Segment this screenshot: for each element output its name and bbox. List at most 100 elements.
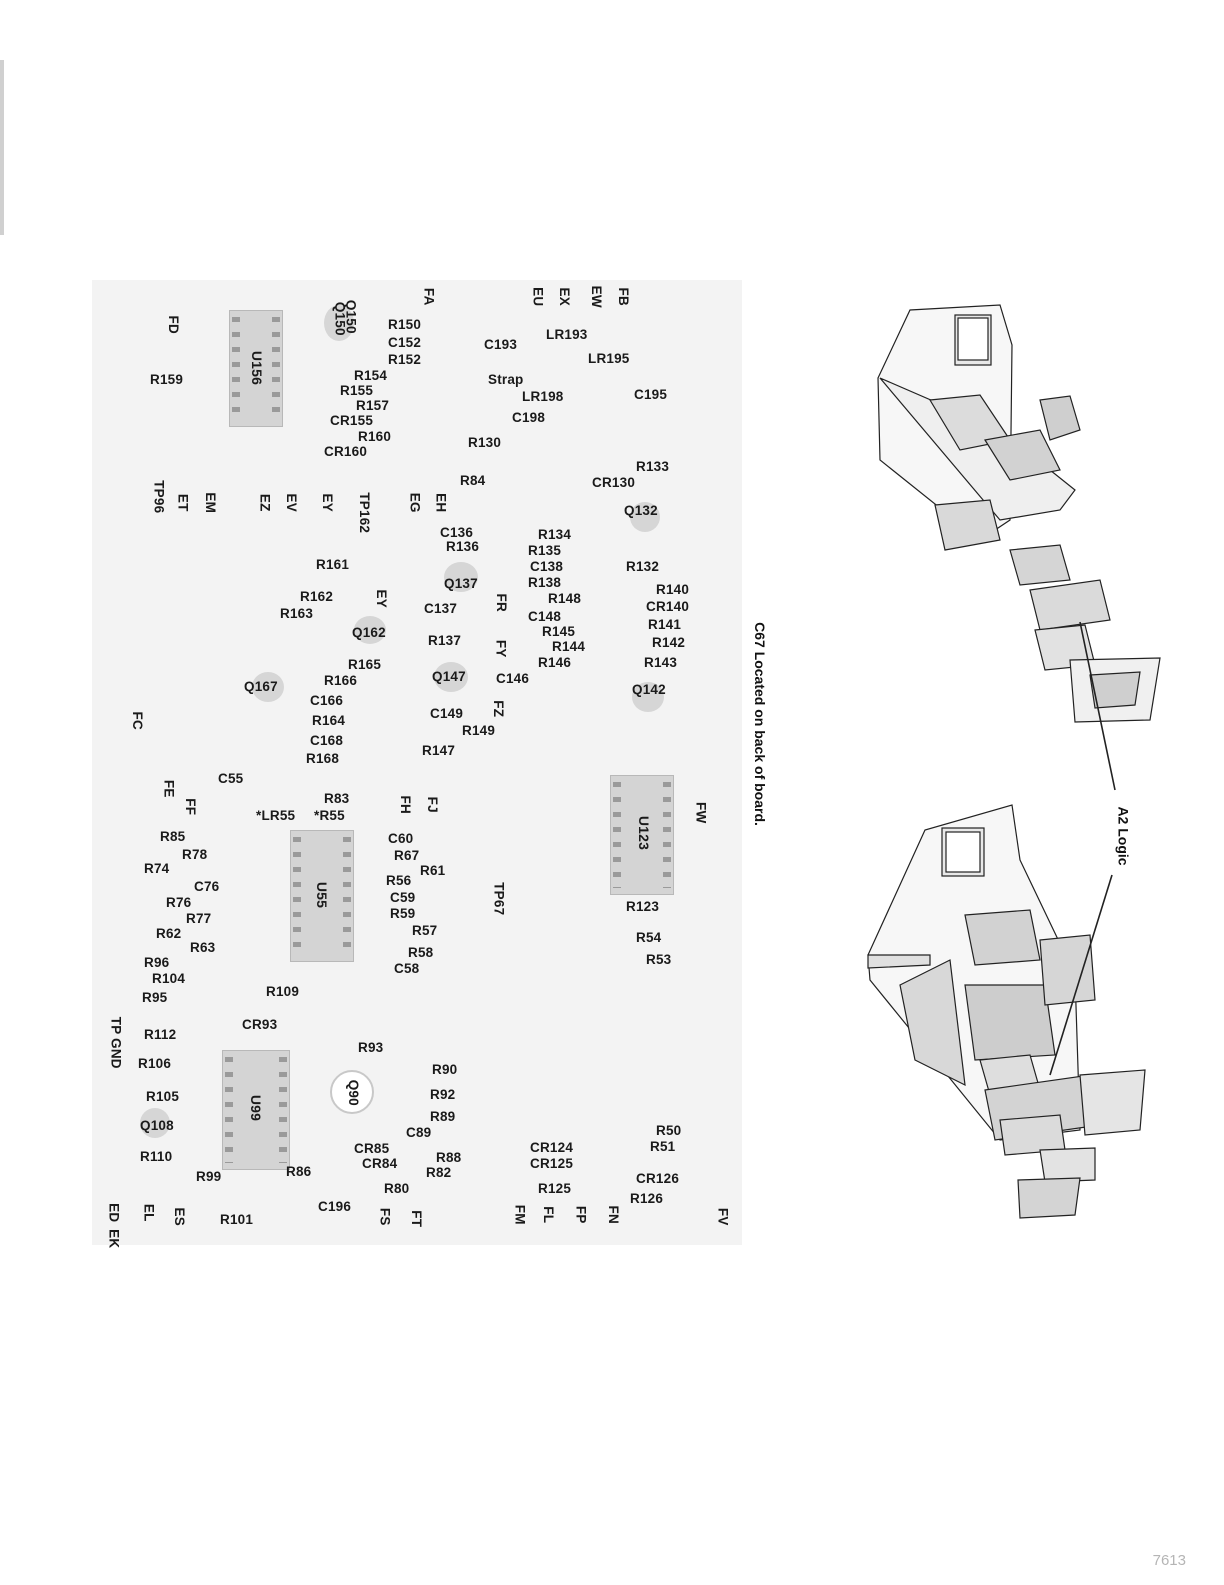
component-label: R50 [656, 1123, 682, 1138]
component-label: FD [165, 315, 181, 334]
component-label: R92 [430, 1087, 456, 1102]
component-label: R112 [144, 1027, 177, 1042]
component-label: R51 [650, 1139, 676, 1154]
component-label: R101 [220, 1212, 254, 1227]
component-label: R159 [150, 372, 184, 387]
component-label: R95 [142, 990, 168, 1005]
component-label: C137 [424, 601, 458, 616]
component-label: R155 [340, 383, 374, 398]
component-label: R67 [394, 848, 420, 863]
component-label: R83 [324, 791, 350, 806]
component-label: FR [493, 593, 509, 612]
component-label: R88 [436, 1150, 462, 1165]
component-label: R149 [462, 723, 496, 738]
component-label: CR130 [592, 475, 636, 490]
component-label: R168 [306, 751, 340, 766]
component-label: EW [588, 285, 604, 308]
component-label: R150 [388, 317, 422, 332]
component-label: EU [530, 287, 546, 307]
board-title: A2 Logic [1115, 806, 1132, 866]
component-label: Q167 [244, 679, 278, 694]
component-label: R74 [144, 861, 170, 876]
component-label: FY [493, 639, 509, 658]
component-label: Strap [488, 372, 524, 387]
component-label: R145 [542, 624, 576, 639]
transistor-q132-body [630, 502, 660, 532]
component-label: R96 [144, 955, 170, 970]
component-label: FE [161, 779, 177, 798]
component-label: Q150 [343, 299, 359, 334]
component-label: R80 [384, 1181, 410, 1196]
component-label: C55 [218, 771, 244, 786]
circuit-board: U156 U55 U99 U123 Q150 Q90 [92, 280, 742, 1245]
component-label: R99 [196, 1169, 222, 1184]
component-label: CR160 [324, 444, 368, 459]
component-label: R76 [166, 895, 192, 910]
component-label: R110 [140, 1149, 173, 1164]
component-label: R147 [422, 743, 456, 758]
component-label: FJ [424, 796, 440, 813]
component-label: R160 [358, 429, 392, 444]
component-label: R164 [312, 713, 346, 728]
component-label: R143 [644, 655, 678, 670]
component-label: R154 [354, 368, 388, 383]
component-label: C146 [496, 671, 530, 686]
component-label: R54 [636, 930, 662, 945]
component-label: LR193 [546, 327, 588, 342]
component-label: R62 [156, 926, 182, 941]
component-label: C193 [484, 337, 518, 352]
component-label: FW [693, 802, 709, 824]
component-label: EY [319, 493, 335, 512]
chip-u55: U55 [290, 830, 354, 962]
component-label: EZ [257, 493, 273, 512]
component-label: C195 [634, 387, 668, 402]
component-label: R53 [646, 952, 672, 967]
back-of-board-note: C67 Located on back of board. [751, 622, 768, 826]
component-label: R105 [146, 1089, 180, 1104]
component-label: EL [141, 1203, 157, 1222]
component-label: Q162 [352, 625, 386, 640]
component-label: FN [605, 1205, 621, 1224]
component-label: R140 [656, 582, 690, 597]
component-label: R89 [430, 1109, 456, 1124]
component-label: EY [373, 589, 389, 608]
component-label: C152 [388, 335, 422, 350]
component-label: C148 [528, 609, 562, 624]
component-label: R61 [420, 863, 446, 878]
component-label: R77 [186, 911, 212, 926]
component-label: R162 [300, 589, 334, 604]
component-label: R166 [324, 673, 358, 688]
transistor-q167-body [252, 672, 284, 702]
component-label: R84 [460, 473, 486, 488]
component-label: Q147 [432, 669, 466, 684]
component-label: TP162 [357, 492, 373, 534]
component-label: R137 [428, 633, 462, 648]
component-label: R157 [356, 398, 390, 413]
component-label: R146 [538, 655, 572, 670]
component-label: R138 [528, 575, 562, 590]
component-label: CR126 [636, 1171, 680, 1186]
component-label: FF [183, 798, 199, 816]
component-label: R144 [552, 639, 586, 654]
component-label: EK [106, 1229, 122, 1249]
page-edge-mark [0, 60, 4, 235]
component-label: R142 [652, 635, 686, 650]
component-label: R78 [182, 847, 208, 862]
component-label: FH [397, 795, 413, 814]
component-label: CR93 [242, 1017, 278, 1032]
component-label: FV [715, 1207, 731, 1226]
component-label: C138 [530, 559, 564, 574]
component-label: FZ [491, 700, 507, 718]
component-label: Q108 [140, 1118, 174, 1133]
component-label: CR125 [530, 1156, 574, 1171]
component-label: EX [556, 287, 572, 306]
component-label: CR84 [362, 1156, 398, 1171]
component-label: C166 [310, 693, 344, 708]
component-label: CR140 [646, 599, 690, 614]
component-label: R104 [152, 971, 186, 986]
component-label: R82 [426, 1165, 452, 1180]
chip-u156: U156 [229, 310, 283, 427]
component-label: EV [283, 493, 299, 512]
component-label: R86 [286, 1164, 312, 1179]
